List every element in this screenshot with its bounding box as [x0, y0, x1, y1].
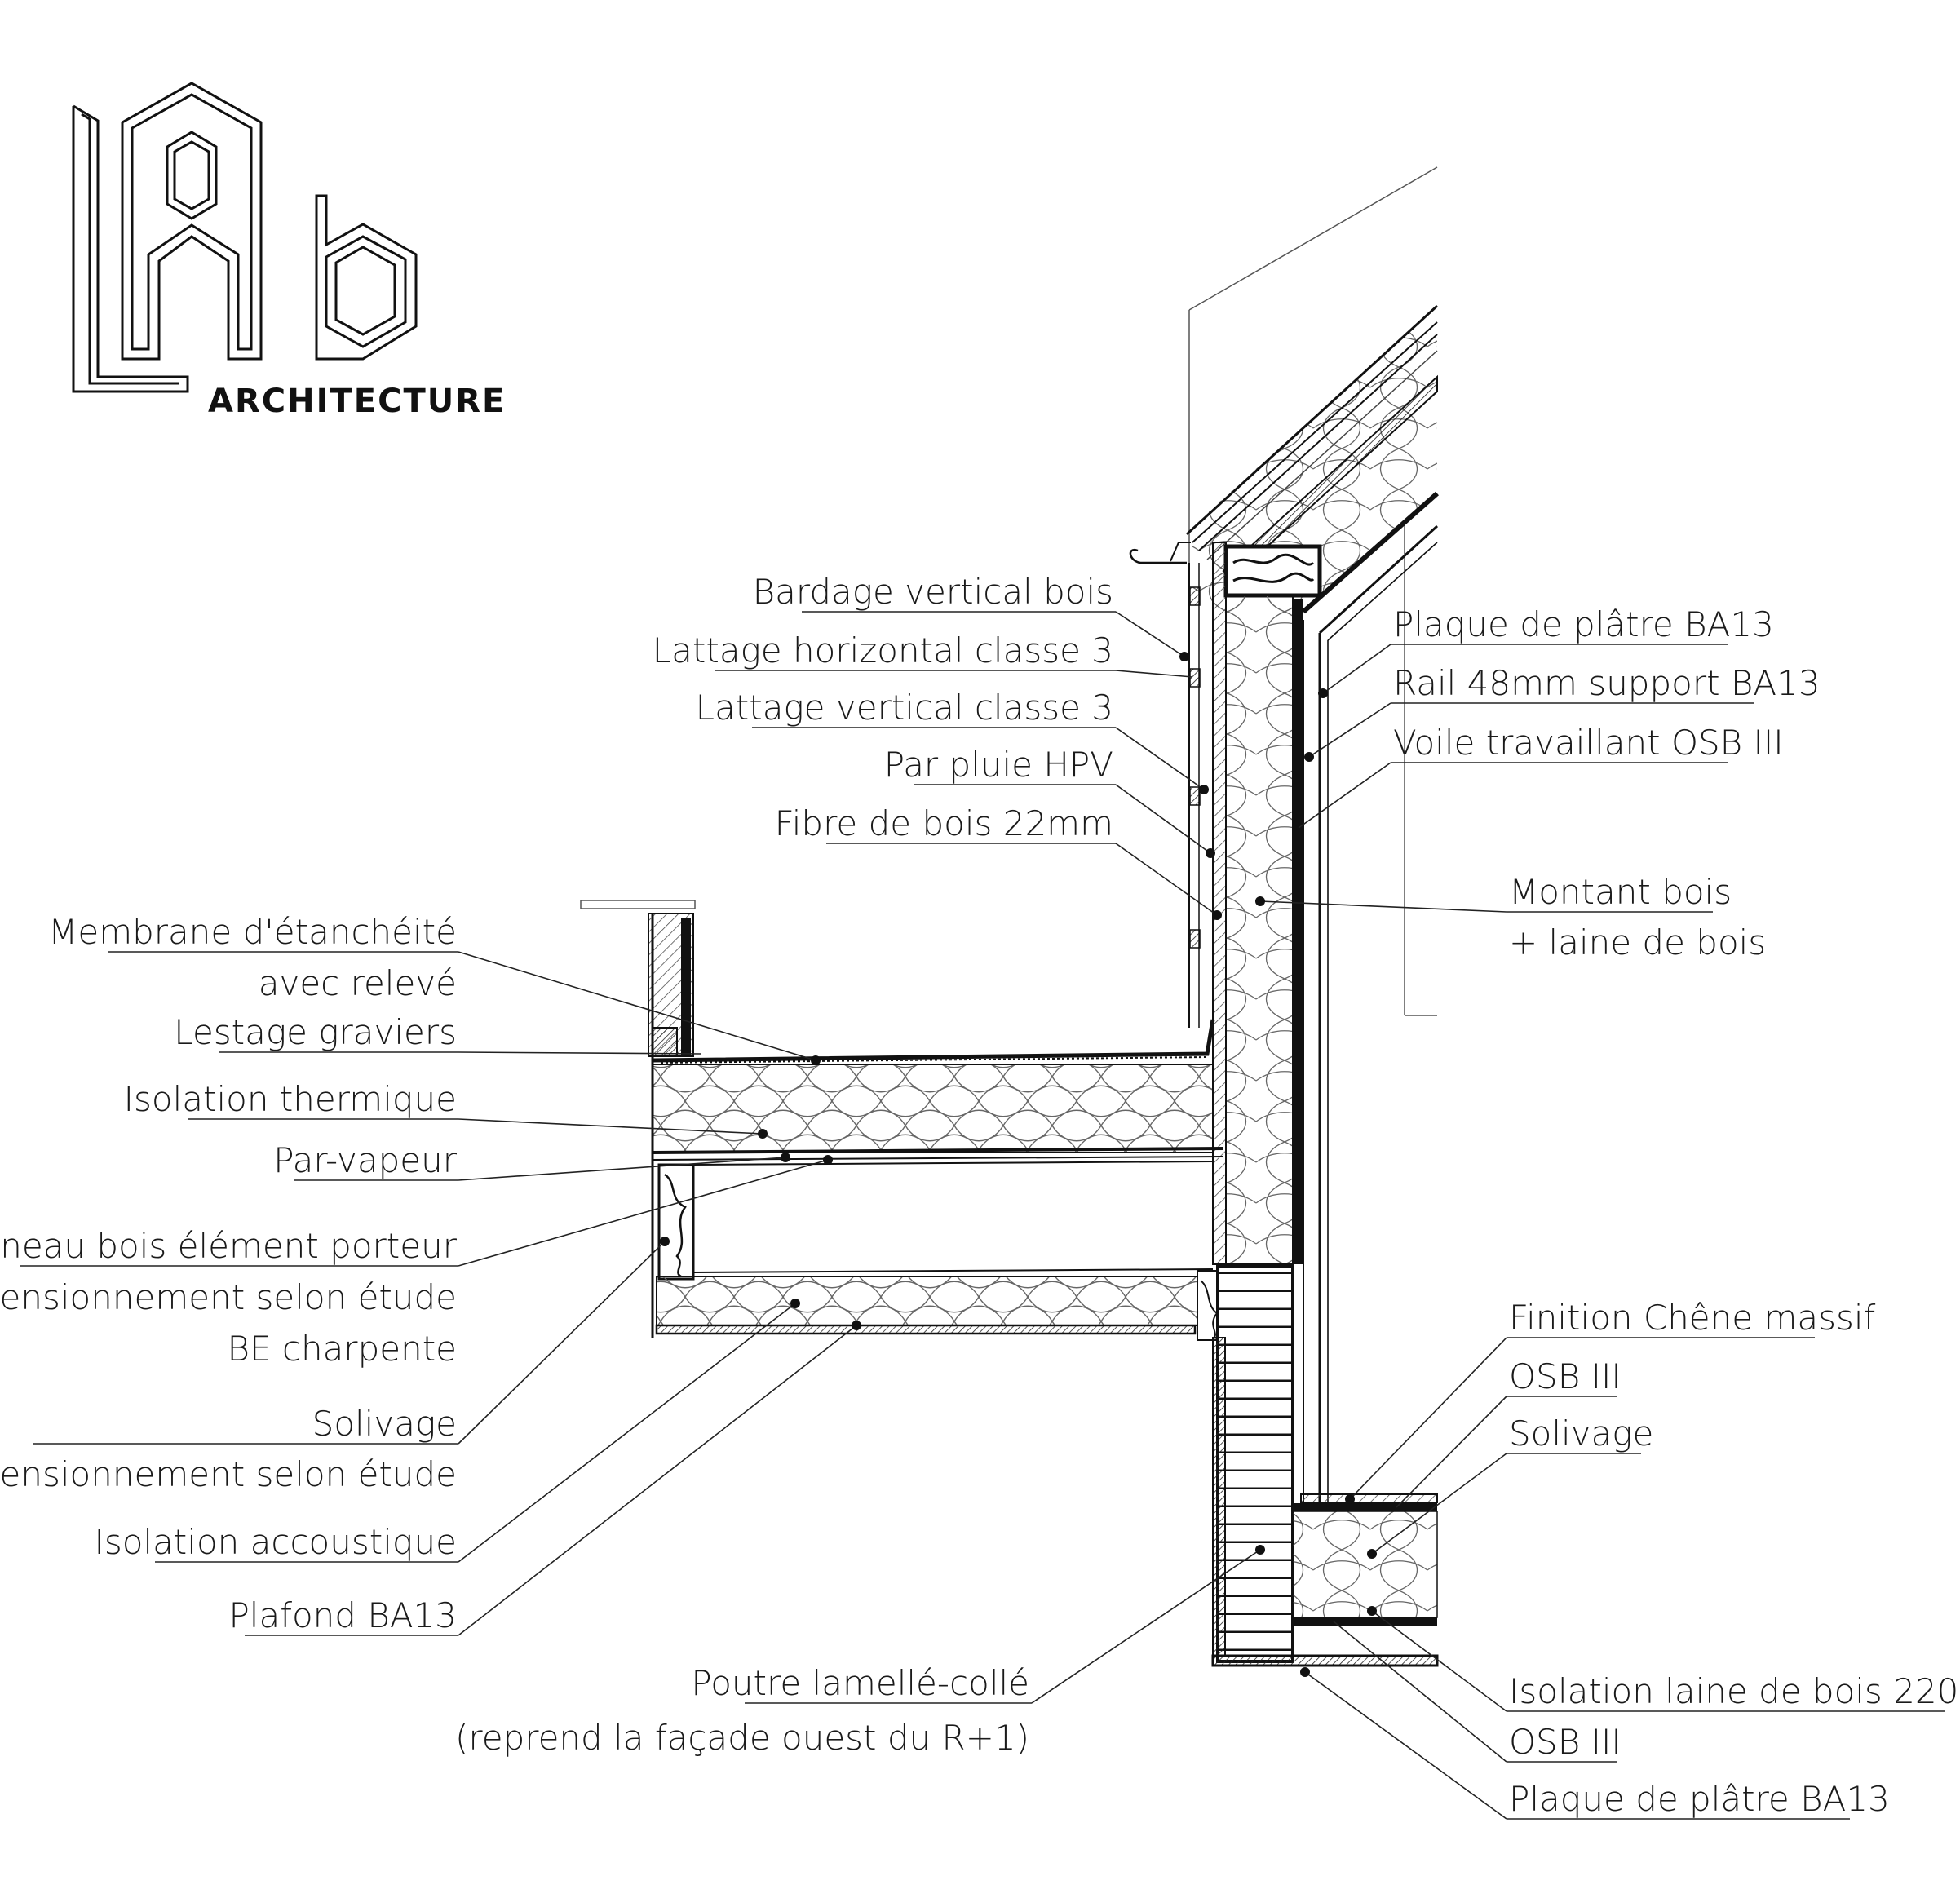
labels-left: Membrane d'étanchéité avec relevé Lestag… — [0, 912, 861, 1636]
label-membrane-releve: avec relevé — [259, 963, 457, 1003]
label-isolation-thermique: Isolation thermique — [124, 1079, 457, 1119]
labels-left-top: Bardage vertical bois Lattage horizontal… — [653, 572, 1222, 920]
label-bardage: Bardage vertical bois — [753, 572, 1113, 612]
label-panneau-bois: Panneau bois élément porteur — [0, 1226, 458, 1266]
label-poutre-note: (reprend la façade ouest du R+1) — [455, 1718, 1029, 1758]
label-isolation-acc: Isolation accoustique — [94, 1522, 457, 1562]
glulam-beam — [1211, 1264, 1439, 1667]
label-panneau-dim: dimensionnement selon étude — [0, 1277, 457, 1317]
logo-text: ARCHITECTURE — [208, 383, 506, 420]
label-lattage-vertical: Lattage vertical classe 3 — [696, 688, 1113, 728]
labels-right-bottom: Finition Chêne massif OSB III Solivage I… — [1300, 1298, 1960, 1820]
top-wood-block — [1223, 544, 1322, 598]
label-voile-osb: Voile travaillant OSB III — [1393, 723, 1784, 763]
label-plafond: Plafond BA13 — [228, 1595, 457, 1635]
label-isolation-laine: Isolation laine de bois 220mm — [1509, 1671, 1960, 1711]
flat-roof — [648, 913, 1227, 1341]
label-montant-bois: Montant bois — [1509, 872, 1732, 912]
label-plaque-platre-bottom: Plaque de plâtre BA13 — [1509, 1779, 1890, 1819]
labels-right-top: Plaque de plâtre BA13 Rail 48mm support … — [1255, 604, 1821, 962]
label-plaque-platre-top: Plaque de plâtre BA13 — [1393, 604, 1774, 644]
label-poutre: Poutre lamellé-collé — [691, 1663, 1029, 1703]
label-lestage: Lestage graviers — [174, 1012, 457, 1052]
label-solivage-left: Solivage — [312, 1404, 457, 1444]
label-membrane: Membrane d'étanchéité — [48, 912, 457, 952]
label-lattage-horizontal: Lattage horizontal classe 3 — [653, 630, 1113, 670]
labels-poutre: Poutre lamellé-collé (reprend la façade … — [455, 1545, 1265, 1758]
label-panneau-be: BE charpente — [227, 1329, 457, 1369]
label-solivage-right: Solivage — [1509, 1414, 1653, 1453]
label-par-pluie: Par pluie HPV — [884, 745, 1113, 785]
label-solivage-dim: dimensionnement selon étude — [0, 1454, 457, 1494]
logo: ARCHITECTURE — [72, 82, 506, 420]
label-osb-top: OSB III — [1509, 1356, 1622, 1396]
label-finition: Finition Chêne massif — [1509, 1298, 1876, 1338]
label-par-vapeur: Par-vapeur — [273, 1140, 457, 1180]
interior-floor — [1292, 1493, 1438, 1626]
label-rail: Rail 48mm support BA13 — [1393, 663, 1821, 703]
label-fibre-bois: Fibre de bois 22mm — [775, 803, 1113, 843]
label-osb-bottom: OSB III — [1509, 1722, 1622, 1762]
label-laine-bois: + laine de bois — [1509, 922, 1766, 962]
exterior-wall — [1188, 491, 1439, 1505]
